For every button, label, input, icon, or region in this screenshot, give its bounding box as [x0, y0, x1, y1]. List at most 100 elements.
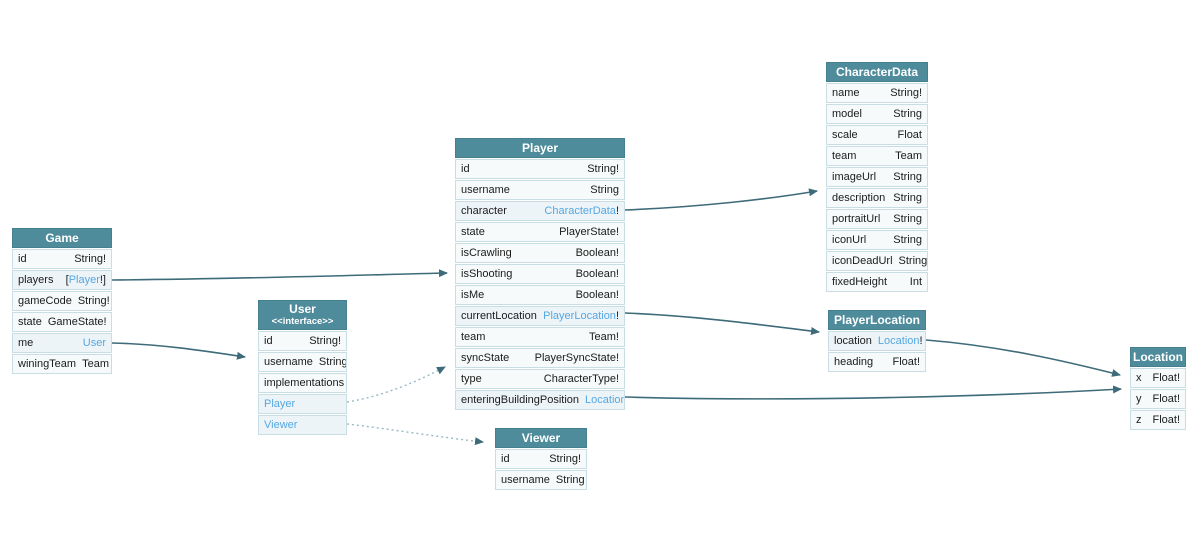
type-text: Float! — [1152, 393, 1180, 405]
field-type: Team — [82, 355, 109, 373]
field-name: state — [461, 226, 485, 238]
type-text: String! — [309, 335, 341, 347]
type-text: Boolean! — [575, 289, 619, 301]
type-link[interactable]: CharacterData — [544, 205, 616, 217]
type-text: String! — [74, 253, 106, 265]
field-type: String — [319, 353, 346, 371]
type-link[interactable]: Location — [585, 394, 625, 406]
field-name: location — [834, 335, 872, 347]
type-link[interactable]: PlayerLocation — [543, 310, 616, 322]
table-title-user[interactable]: User<<interface>> — [258, 300, 347, 330]
field-name: z — [1136, 414, 1142, 426]
type-link[interactable]: Player — [68, 274, 100, 286]
field-name: username — [264, 356, 313, 368]
field-name: iconUrl — [832, 234, 867, 246]
type-text: String — [893, 234, 922, 246]
field-name: username — [461, 184, 510, 196]
field-name: type — [461, 373, 482, 385]
field-type: Float! — [1152, 390, 1180, 408]
field-name: gameCode — [18, 295, 72, 307]
table-title-playerlocation[interactable]: PlayerLocation — [828, 310, 926, 330]
field-name: heading — [834, 356, 874, 368]
edge-playerlocation-location-to-location — [925, 339, 1121, 377]
field-name: username — [501, 474, 550, 486]
type-text: String — [893, 108, 922, 120]
edge-user-viewer-to-viewer — [346, 423, 484, 446]
table-row[interactable]: iconUrl String — [826, 230, 928, 250]
field-type: GameState! — [48, 313, 107, 331]
table-row[interactable]: Viewer — [258, 415, 347, 435]
field-type: Boolean! — [576, 265, 619, 283]
field-type: Float! — [892, 353, 920, 371]
field-name-link[interactable]: Player — [264, 398, 296, 410]
table-title-characterdata[interactable]: CharacterData — [826, 62, 928, 82]
table-subtitle-user: <<interface>> — [271, 316, 334, 327]
field-type: PlayerSyncState! — [535, 349, 619, 367]
table-row[interactable]: players[Player!] — [12, 270, 112, 290]
type-link[interactable]: User — [82, 337, 106, 349]
type-text: String — [893, 192, 922, 204]
type-text: GameState! — [47, 316, 107, 328]
field-name: team — [832, 150, 857, 162]
field-type: Team! — [589, 328, 619, 346]
table-title-game[interactable]: Game — [12, 228, 112, 248]
table-title-player[interactable]: Player — [455, 138, 625, 158]
table-row[interactable]: username String — [258, 352, 347, 372]
type-link[interactable]: Location — [877, 335, 920, 347]
type-text: [ — [65, 274, 69, 286]
table-row[interactable]: heading Float! — [828, 352, 926, 372]
field-name: id — [264, 335, 273, 347]
table-user[interactable]: User<<interface>> id String! username String… — [258, 300, 347, 436]
type-text: ! — [615, 205, 619, 217]
table-row[interactable]: implementations — [258, 373, 347, 393]
table-title-location[interactable]: Location — [1130, 347, 1186, 367]
table-row[interactable]: Player — [258, 394, 347, 414]
edge-game-players-to-player — [111, 269, 448, 281]
field-type: String! — [74, 250, 106, 268]
edge-player-character-to-characterdata — [624, 188, 818, 211]
table-title-viewer[interactable]: Viewer — [495, 428, 587, 448]
field-name-link[interactable]: Viewer — [264, 419, 298, 431]
field-type: Float! — [1152, 411, 1180, 429]
field-type: Location — [585, 391, 625, 409]
table-row[interactable]: z Float! — [1130, 410, 1186, 430]
table-row[interactable]: id String! — [258, 331, 347, 351]
